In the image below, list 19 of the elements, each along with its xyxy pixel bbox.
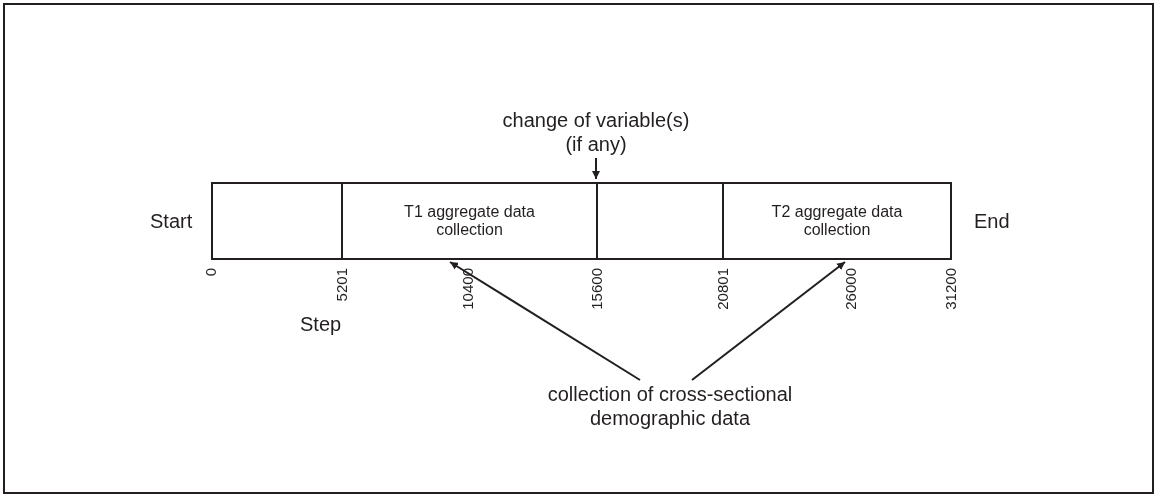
timeline-phase: T2 aggregate data collection (722, 182, 952, 260)
tick-label: 15600 (588, 268, 605, 310)
timeline-segment (211, 182, 343, 260)
timeline-end-label: Start (150, 209, 193, 233)
axis-label: Step (300, 312, 342, 336)
arrow (592, 157, 600, 180)
tick-label: 26000 (842, 268, 859, 310)
timeline-end-label: End (974, 209, 1010, 233)
tick-label: 20801 (714, 268, 731, 310)
timeline-phase: T1 aggregate data collection (341, 182, 598, 260)
arrow (691, 261, 846, 381)
tick-label: 10400 (459, 268, 476, 310)
timeline-segment (596, 182, 724, 260)
annotation-text: collection of cross-sectional demographic data (520, 382, 820, 430)
tick-label: 31200 (942, 268, 959, 310)
arrow (449, 261, 641, 381)
tick-label: 5201 (333, 268, 350, 302)
annotation-text: change of variable(s) (if any) (496, 108, 696, 156)
tick-label: 0 (202, 268, 219, 277)
